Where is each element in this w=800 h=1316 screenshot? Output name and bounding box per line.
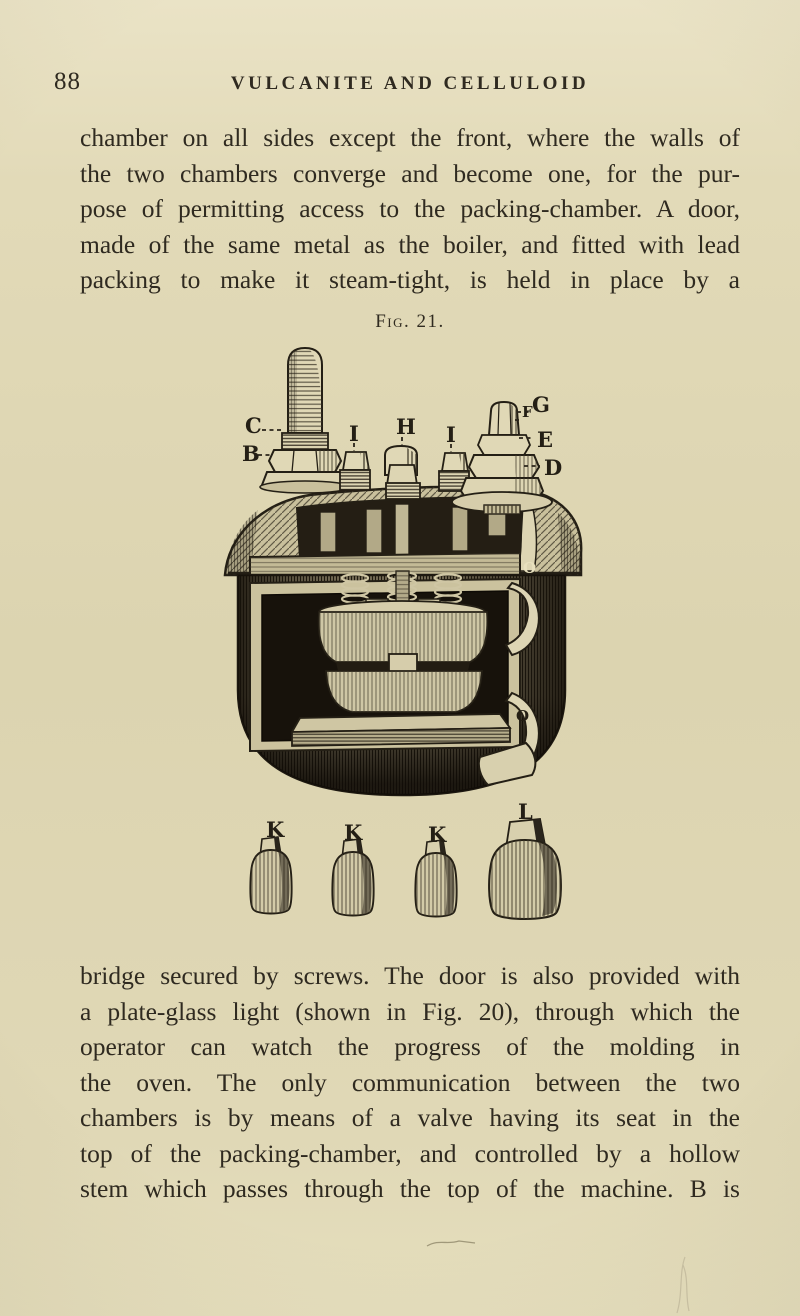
page-number: 88 [54, 68, 81, 95]
text-line: chamber on all sides except the front, w… [80, 123, 740, 152]
figure-label-o-upper: O [523, 559, 537, 577]
figure-21: C B I H I G F E D O O K K K L [170, 345, 650, 927]
figure-label-l: L [518, 799, 533, 824]
figure-label-h: H [396, 414, 416, 439]
scan-artifact-mark [676, 1256, 690, 1314]
text-line: top of the packing-chamber, and controll… [80, 1138, 740, 1168]
text-line: a plate-glass light (shown in Fig. 20), … [80, 996, 740, 1026]
figure-caption: Fig. 21. [375, 311, 445, 332]
figure-label-f: F [522, 403, 533, 421]
text-line: the two chambers converge and become one… [80, 158, 740, 188]
figure-label-g: G [532, 392, 550, 417]
figure-label-i-right: I [446, 422, 456, 447]
text-line: bridge secured by screws. The door is al… [80, 961, 740, 990]
paragraph-top: chamber on all sides except the front, w… [80, 120, 740, 298]
text-line: packing to make it steam-tight, is held … [80, 265, 740, 294]
figure-label-i-left: I [349, 421, 359, 446]
text-line: chambers is by means of a valve having i… [80, 1103, 740, 1132]
text-line: made of the same metal as the boiler, an… [80, 229, 740, 259]
figure-label-b: B [242, 441, 260, 466]
figure-label-k1: K [266, 817, 285, 842]
figure-label-d: D [544, 455, 563, 480]
text-line: operator can watch the progress of the m… [80, 1032, 740, 1061]
figure-label-k2: K [344, 820, 363, 845]
scan-artifact-squiggle [426, 1240, 476, 1247]
text-line: stem which passes through the top of the… [80, 1174, 740, 1203]
running-head: VULCANITE AND CELLULOID [230, 73, 590, 94]
figure-label-c: C [245, 413, 262, 438]
text-line: pose of permitting access to the packing… [80, 194, 740, 223]
text-line: the oven. The only communication between… [80, 1067, 740, 1097]
figure-label-o-lower: O [516, 707, 530, 725]
vulcanizer-engraving [223, 346, 583, 920]
figure-label-k3: K [428, 822, 447, 847]
figure-label-e: E [537, 427, 554, 452]
paragraph-bottom: bridge secured by screws. The door is al… [80, 958, 740, 1207]
